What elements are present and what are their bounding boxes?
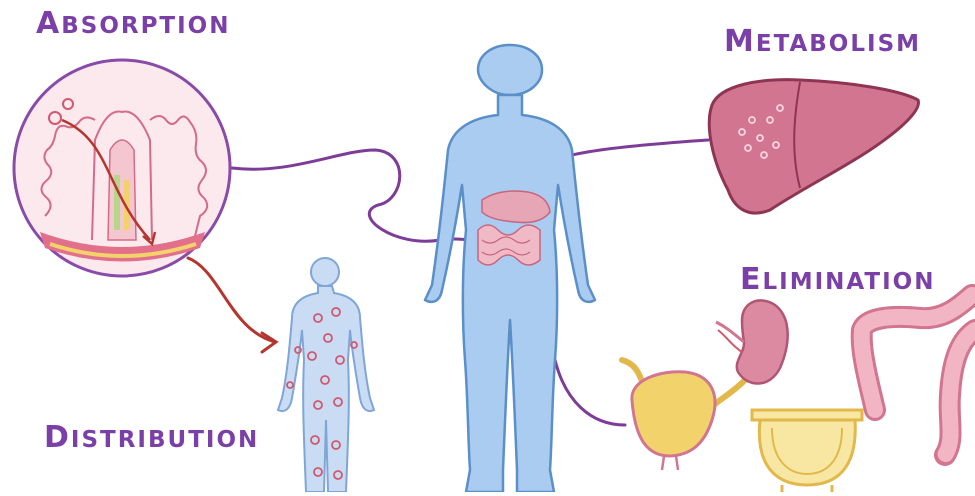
- human-body-icon: [425, 45, 595, 492]
- label-absorption-rest: BSORPTION: [61, 13, 230, 39]
- toilet-icon: [752, 410, 862, 492]
- label-elimination: ELIMINATION: [740, 262, 935, 297]
- intestinal-villus-icon: [14, 60, 230, 276]
- kidney-icon: [716, 300, 788, 383]
- distribution-arrow: [188, 258, 276, 352]
- label-absorption: ABSORPTION: [36, 6, 230, 41]
- label-metabolism-initial: M: [724, 24, 756, 59]
- label-elimination-initial: E: [740, 262, 763, 297]
- label-distribution-initial: D: [44, 420, 71, 455]
- label-metabolism: METABOLISM: [724, 24, 921, 59]
- label-metabolism-rest: ETABOLISM: [756, 31, 921, 57]
- label-elimination-rest: LIMINATION: [763, 269, 936, 295]
- blood-cells-body-icon: [278, 258, 374, 492]
- label-absorption-initial: A: [36, 6, 61, 41]
- label-distribution-rest: ISTRIBUTION: [71, 427, 259, 453]
- liver-icon: [709, 80, 918, 213]
- bladder-icon: [622, 360, 745, 470]
- label-distribution: DISTRIBUTION: [44, 420, 259, 455]
- colon-icon: [862, 295, 975, 455]
